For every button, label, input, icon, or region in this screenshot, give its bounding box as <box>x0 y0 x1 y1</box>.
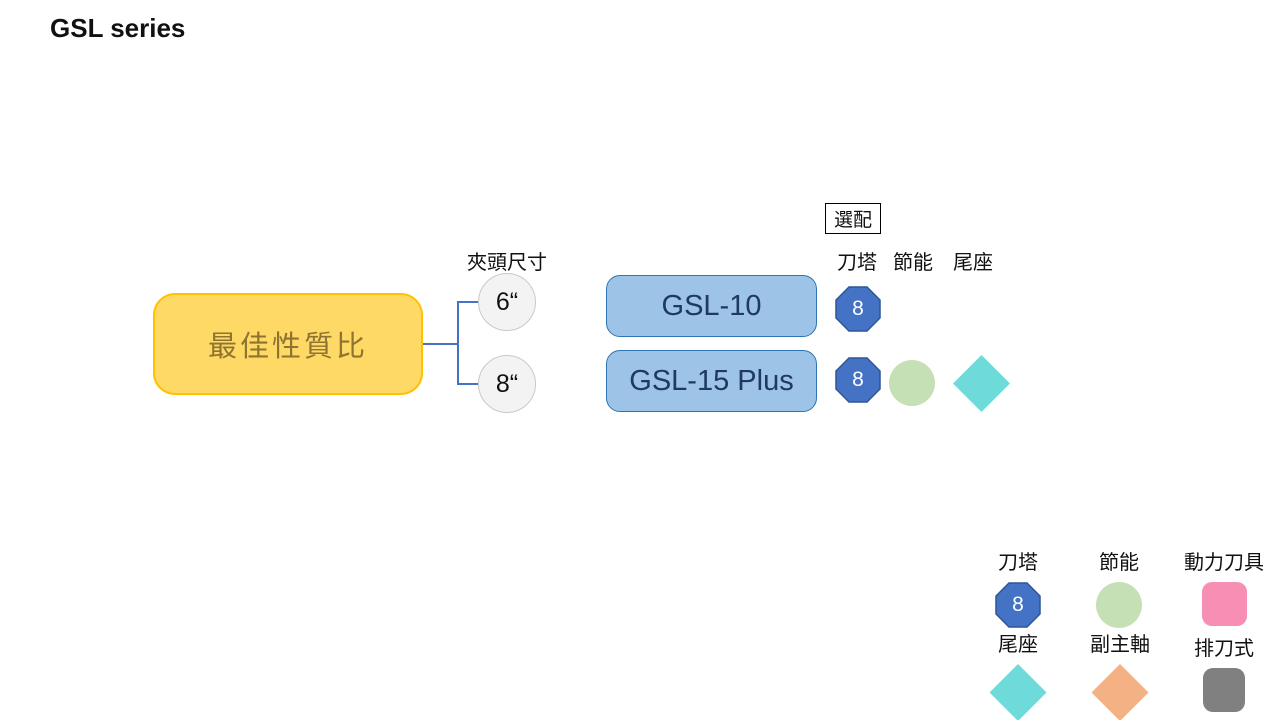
octagon-icon <box>835 286 881 332</box>
tailstock-diamond-icon <box>989 664 1047 720</box>
turret-station-count: 8 <box>852 297 864 320</box>
octagon-icon: 8 <box>995 582 1041 628</box>
live-tooling-square-icon <box>1201 582 1247 626</box>
connector-line <box>423 343 458 345</box>
feature-box: 最佳性質比 <box>153 293 423 395</box>
turret-station-count: 8 <box>852 368 864 391</box>
column-header-turret: 刀塔 <box>837 252 877 274</box>
connector-line <box>457 383 479 385</box>
legend-label: 節能 <box>1099 552 1139 574</box>
legend-label: 尾座 <box>998 634 1038 656</box>
column-header-tailstock: 尾座 <box>953 252 993 274</box>
model-box-gsl-10: GSL-10 <box>606 275 817 337</box>
sub-spindle-diamond-icon <box>1091 664 1149 720</box>
legend-item-turret: 刀塔 8 <box>972 546 1064 628</box>
connector-line <box>457 301 479 303</box>
gang-type-square-icon <box>1203 668 1245 712</box>
page-title: GSL series <box>50 13 186 43</box>
model-box-gsl-15-plus: GSL-15 Plus <box>606 350 817 412</box>
eco-circle-icon <box>889 360 935 406</box>
chuck-size-8-circle: 8“ <box>478 355 536 413</box>
legend-label: 刀塔 <box>998 552 1038 574</box>
legend-label: 動力刀具 <box>1184 552 1264 574</box>
legend-item-gang-type: 排刀式 <box>1178 632 1270 712</box>
chuck-size-6-circle: 6“ <box>478 273 536 331</box>
legend-item-live-tooling: 動力刀具 <box>1178 546 1270 626</box>
chuck-size-header: 夾頭尺寸 <box>467 252 547 274</box>
turret-octagon-badge: 8 <box>835 357 881 403</box>
legend-item-sub-spindle: 副主軸 <box>1074 628 1166 720</box>
octagon-icon <box>835 357 881 403</box>
turret-octagon-badge: 8 <box>835 286 881 332</box>
legend-label: 副主軸 <box>1090 634 1150 656</box>
optional-label-box: 選配 <box>825 203 881 234</box>
legend-label: 排刀式 <box>1194 638 1254 660</box>
turret-station-count: 8 <box>1012 593 1024 616</box>
column-header-eco: 節能 <box>893 252 933 274</box>
tailstock-diamond-icon <box>953 355 1010 412</box>
legend-item-eco: 節能 <box>1073 546 1165 628</box>
connector-line <box>457 301 459 385</box>
eco-circle-icon <box>1096 582 1142 628</box>
legend-item-tailstock: 尾座 <box>972 628 1064 720</box>
